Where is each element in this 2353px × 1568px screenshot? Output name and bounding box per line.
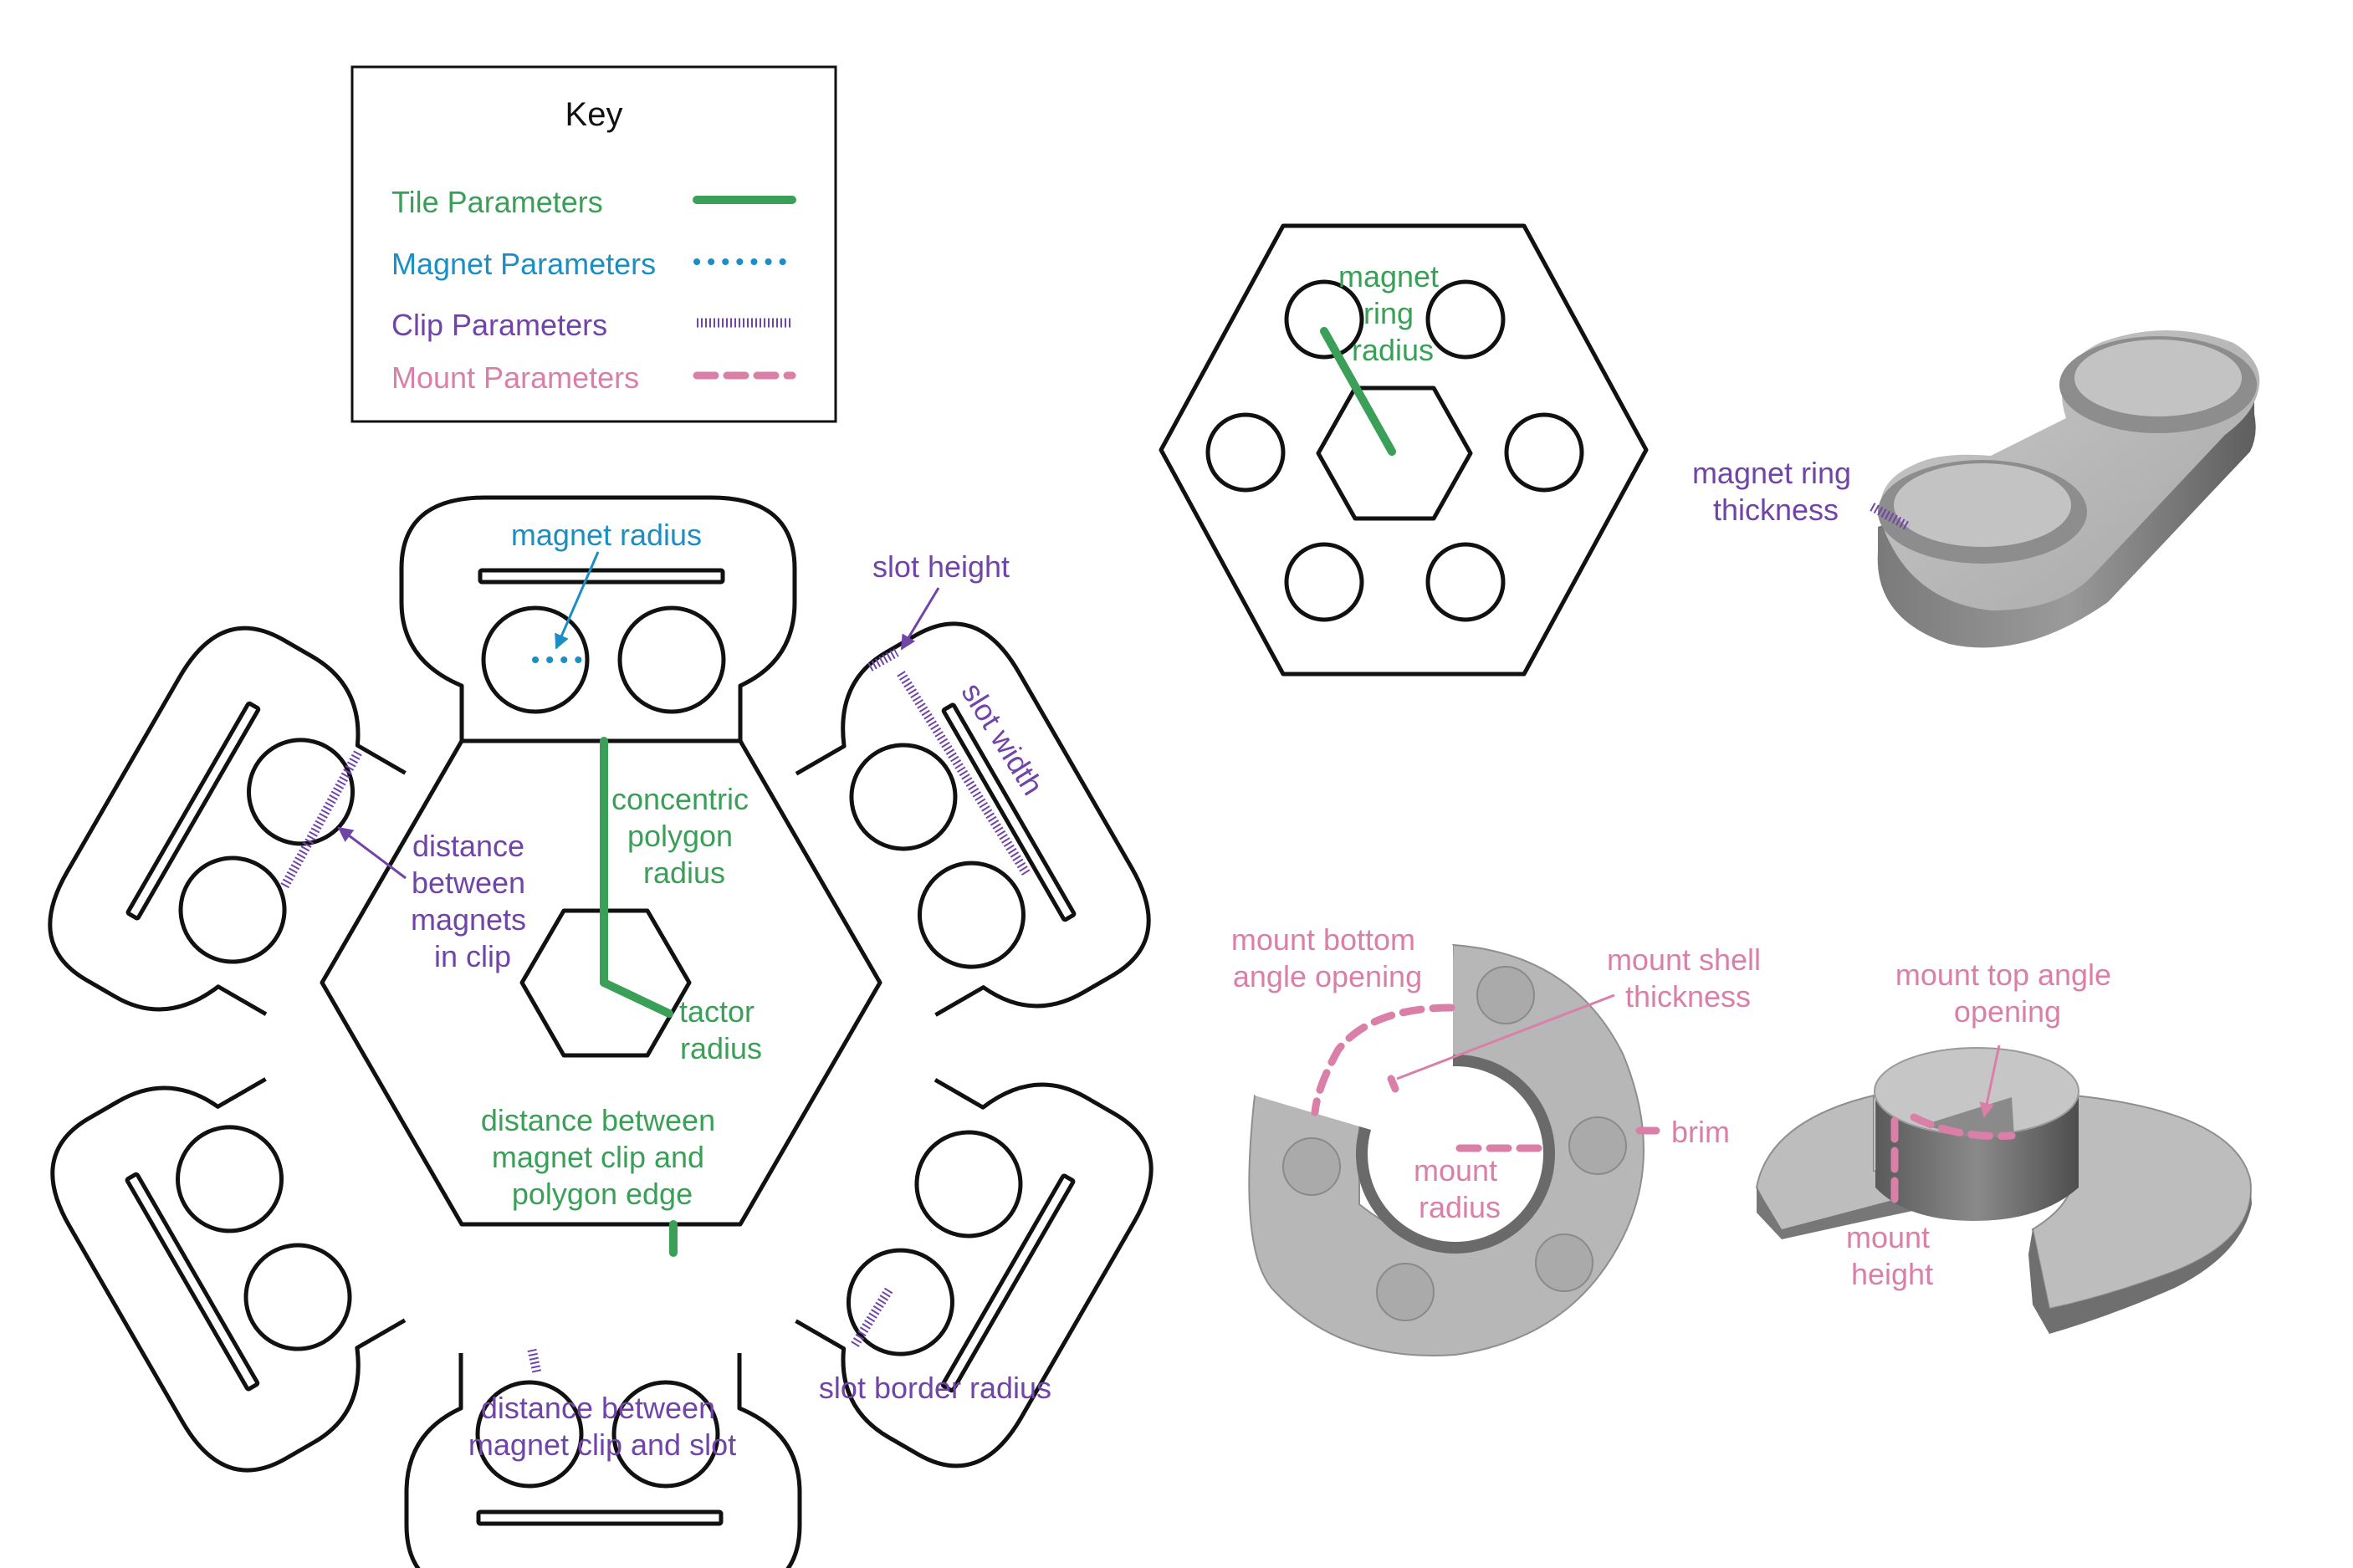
clip3d-ring-upper-top [2074, 340, 2242, 416]
clip3d-ring-lower-top [1894, 463, 2071, 547]
tile-annotations: concentric polygon radius tactor radius … [481, 737, 763, 1257]
slot-height-label: slot height [872, 549, 1010, 584]
slot-width-mark [897, 671, 1031, 877]
slot-height-mark [867, 648, 899, 672]
clip-magnet-left [178, 856, 287, 964]
key-label-clip: Clip Parameters [391, 308, 607, 342]
mount-bottom-view: mount bottom angle opening mount shell t… [1231, 922, 1769, 1356]
clip-magnet-right [176, 1125, 284, 1233]
magnet-clip-bottom [404, 1353, 802, 1568]
magnet-annotations: magnet radius [511, 518, 702, 663]
clip-slot [476, 1509, 724, 1526]
clip-magnet-left [849, 743, 958, 851]
shell-thickness-mark [1387, 1075, 1399, 1093]
mount-side-brim-right-edge [2028, 1179, 2252, 1334]
bottom-angle-arc [1311, 1004, 1455, 1116]
magnet-ring-radius-label: magnet ring radius [1338, 259, 1447, 367]
clip-magnet-left [611, 1380, 720, 1489]
ring-magnet-6 [1425, 542, 1506, 622]
clip-magnet-left [243, 1243, 352, 1351]
clip-magnet-right [617, 605, 726, 714]
clip-outline [795, 621, 1151, 1017]
magnet-clip-3d: magnet ring thickness [1692, 330, 2260, 648]
clip-magnet-left [914, 1130, 1023, 1239]
clip-outline [404, 1353, 802, 1568]
clip-outline [399, 495, 797, 741]
dist-magnets-arrow [337, 826, 407, 880]
key-label-mount: Mount Parameters [391, 360, 639, 395]
magnet-clip-lower-right [795, 1078, 1153, 1468]
clip-magnet-right [846, 1248, 954, 1356]
key-box [350, 65, 837, 423]
magnet-radius-label: magnet radius [511, 518, 702, 552]
mount-side-brim-right [2031, 1094, 2252, 1310]
magnet-ring-tile: magnet ring radius [1159, 223, 1649, 677]
ring-magnet-1 [1284, 279, 1364, 360]
clip-slot [941, 702, 1077, 922]
dist-magnets-label: distance between magnets in clip [411, 829, 535, 973]
clip-magnet-right [247, 738, 356, 846]
mount-brim-hole-4 [1376, 1263, 1435, 1321]
clip-slot [478, 568, 725, 585]
mount-brim-hole-5 [1282, 1137, 1341, 1196]
magnet-radius-arrow [555, 551, 600, 650]
shell-thickness-label: mount shell thickness [1607, 942, 1769, 1014]
mount-radius-label: mount radius [1414, 1153, 1506, 1224]
magnet-clip-lower-left [50, 1077, 407, 1473]
magnet-ring-radius-line [1320, 327, 1396, 456]
bottom-angle-label: mount bottom angle opening [1231, 922, 1424, 993]
magnet-clip-top [399, 495, 797, 741]
clip-outline [48, 626, 407, 1016]
tile-hexagon [320, 738, 882, 1227]
magnet-clip-upper-right [795, 621, 1151, 1017]
mount-brim-hole-3 [1535, 1233, 1593, 1292]
clip-slot [940, 1173, 1076, 1393]
mount-brim-hole-1 [1476, 966, 1535, 1024]
slot-height-arrow [900, 587, 940, 651]
mount-height-label: mount height [1846, 1220, 1938, 1291]
clip-slot [125, 701, 261, 921]
dist-clip-slot-label: distance between magnet clip and slot [468, 1391, 736, 1462]
mount-brim-hole-2 [1568, 1116, 1627, 1175]
brim-label: brim [1671, 1115, 1730, 1149]
clip-slot [125, 1172, 260, 1392]
clip-magnet-left [481, 605, 590, 714]
tactor-radius-line [600, 978, 673, 1018]
mount-bottom-opening [1255, 945, 1453, 1154]
slot-border-mark [851, 1287, 893, 1347]
ring-thickness-mark [1870, 503, 1911, 531]
tactor-label: tactor radius [679, 994, 763, 1065]
clip-edge-label: distance between magnet clip and polygon… [481, 1103, 724, 1211]
ring-magnet-4 [1504, 412, 1584, 493]
key-label-tile: Tile Parameters [391, 185, 603, 219]
ring-tile-hexagon [1159, 223, 1649, 677]
ring-thickness-label: magnet ring thickness [1692, 456, 1859, 527]
ring-magnet-3 [1205, 412, 1286, 493]
ring-magnet-2 [1425, 279, 1506, 360]
slot-border-label: slot border radius [819, 1371, 1051, 1405]
concentric-label: concentric polygon radius [611, 782, 757, 890]
dist-clip-slot-mark [527, 1348, 542, 1375]
key-label-magnet: Magnet Parameters [391, 247, 656, 281]
clip-outline [795, 1078, 1153, 1468]
top-angle-arc [1910, 1113, 2016, 1140]
ring-magnet-5 [1284, 542, 1364, 622]
ring-tactor-hexagon [1316, 386, 1473, 521]
key-legend: Key Tile Parameters Magnet Parameters Cl… [350, 65, 837, 423]
dist-magnets-mark [280, 750, 362, 889]
clip-magnet-right [917, 861, 1026, 969]
mount-side-view: mount top angle opening mount height [1755, 958, 2252, 1334]
tactor-hexagon [519, 908, 692, 1058]
clip-outline [50, 1077, 407, 1473]
tile-assembly [48, 495, 1153, 1568]
magnet-clip-upper-left [48, 626, 407, 1016]
clip-magnet-right [475, 1380, 584, 1489]
key-title: Key [565, 96, 623, 133]
top-angle-label: mount top angle opening [1895, 958, 2120, 1029]
top-angle-line [1979, 1044, 2001, 1118]
shell-thickness-line [1396, 993, 1615, 1080]
